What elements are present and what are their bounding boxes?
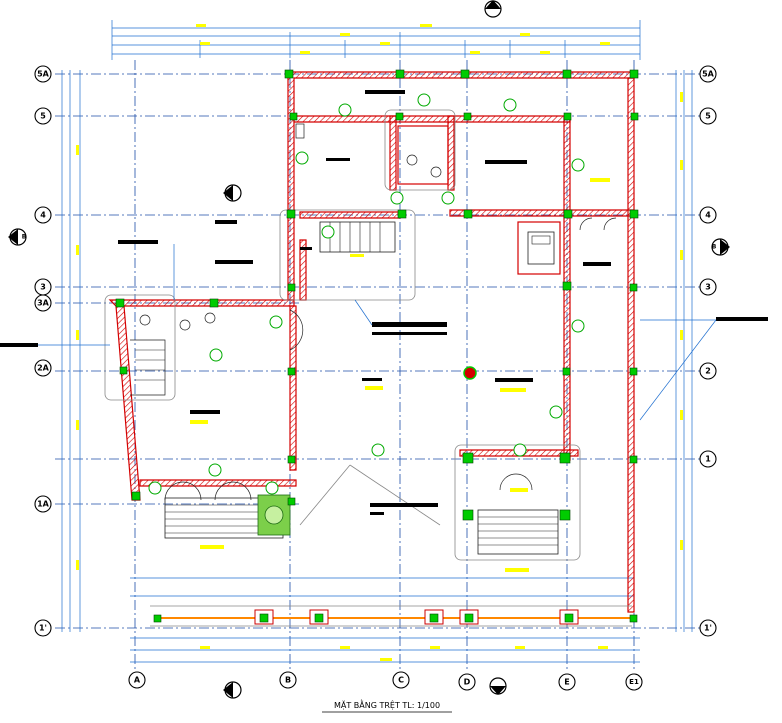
section-letter-left: B — [22, 234, 27, 241]
section-marker-bottom — [489, 677, 507, 695]
svg-text:5A: 5A — [37, 70, 50, 79]
svg-text:1': 1' — [704, 624, 712, 633]
grid-bubble-bottom-d: D — [458, 673, 476, 691]
front-colonnade — [150, 605, 632, 627]
horizontal-grid-lines — [55, 73, 705, 629]
section-letter-top: A — [491, 9, 496, 16]
svg-text:E: E — [564, 678, 569, 687]
grid-bubble-left-2a: 2A — [34, 359, 52, 377]
doors — [164, 217, 617, 501]
grid-bubble-right-5: 5 — [699, 107, 717, 125]
svg-text:5: 5 — [705, 112, 711, 121]
grid-bubble-right-2: 2 — [699, 362, 717, 380]
grid-bubble-left-5: 5 — [34, 107, 52, 125]
grid-bubble-right-1: 1 — [699, 450, 717, 468]
svg-text:4: 4 — [40, 211, 46, 220]
svg-text:A: A — [134, 676, 141, 685]
drawing-title: MẶT BẰNG TRỆT TL: 1/100 — [334, 698, 440, 711]
section-marker-left — [8, 228, 27, 246]
grid-bubble-right-5a: 5A — [699, 65, 717, 83]
grid-bubble-left-1a: 1A — [34, 495, 52, 513]
terrace-outlines — [104, 109, 581, 561]
svg-text:1A: 1A — [37, 500, 50, 509]
svg-text:C: C — [398, 676, 404, 685]
svg-text:D: D — [464, 678, 471, 687]
grid-bubble-right-1prime: 1' — [699, 619, 717, 637]
grid-bubble-right-3: 3 — [699, 278, 717, 296]
svg-text:3: 3 — [40, 283, 46, 292]
bottom-dimension-chains — [130, 577, 640, 663]
grid-bubble-bottom-c: C — [392, 671, 410, 689]
svg-text:3: 3 — [705, 283, 711, 292]
svg-text:4: 4 — [705, 211, 711, 220]
furniture — [139, 123, 555, 536]
section-markers — [8, 0, 730, 699]
room-tags — [148, 93, 585, 495]
svg-text:2: 2 — [705, 367, 711, 376]
svg-text:5A: 5A — [702, 70, 715, 79]
grid-bubble-bottom-b: B — [279, 671, 297, 689]
section-marker-c-bottom — [223, 681, 242, 699]
svg-text:1': 1' — [39, 624, 47, 633]
grid-bubble-bottom-a: A — [128, 671, 146, 689]
structural-columns — [115, 69, 639, 623]
svg-text:E1: E1 — [629, 678, 639, 686]
section-marker-right — [711, 238, 730, 256]
grid-bubble-left-1prime: 1' — [34, 619, 52, 637]
svg-text:B: B — [285, 676, 291, 685]
side-dimension-chains — [61, 70, 693, 632]
grid-bubble-bottom-e: E — [558, 673, 576, 691]
svg-text:1: 1 — [705, 455, 711, 464]
grid-bubble-left-4: 4 — [34, 206, 52, 224]
top-dimension-chains — [111, 20, 641, 60]
svg-text:2A: 2A — [37, 364, 50, 373]
grid-bubble-left-3a: 3A — [34, 294, 52, 312]
section-letter-right: B — [712, 244, 717, 251]
grid-bubble-right-4: 4 — [699, 206, 717, 224]
section-marker-c-top — [223, 184, 242, 202]
grid-bubble-left-5a: 5A — [34, 65, 52, 83]
grid-bubble-left-3: 3 — [34, 278, 52, 296]
section-marker-top — [484, 0, 502, 18]
annotation-labels — [0, 90, 768, 572]
svg-text:3A: 3A — [37, 299, 50, 308]
svg-text:5: 5 — [40, 112, 46, 121]
grid-bubble-bottom-e1: E1 — [625, 673, 643, 691]
